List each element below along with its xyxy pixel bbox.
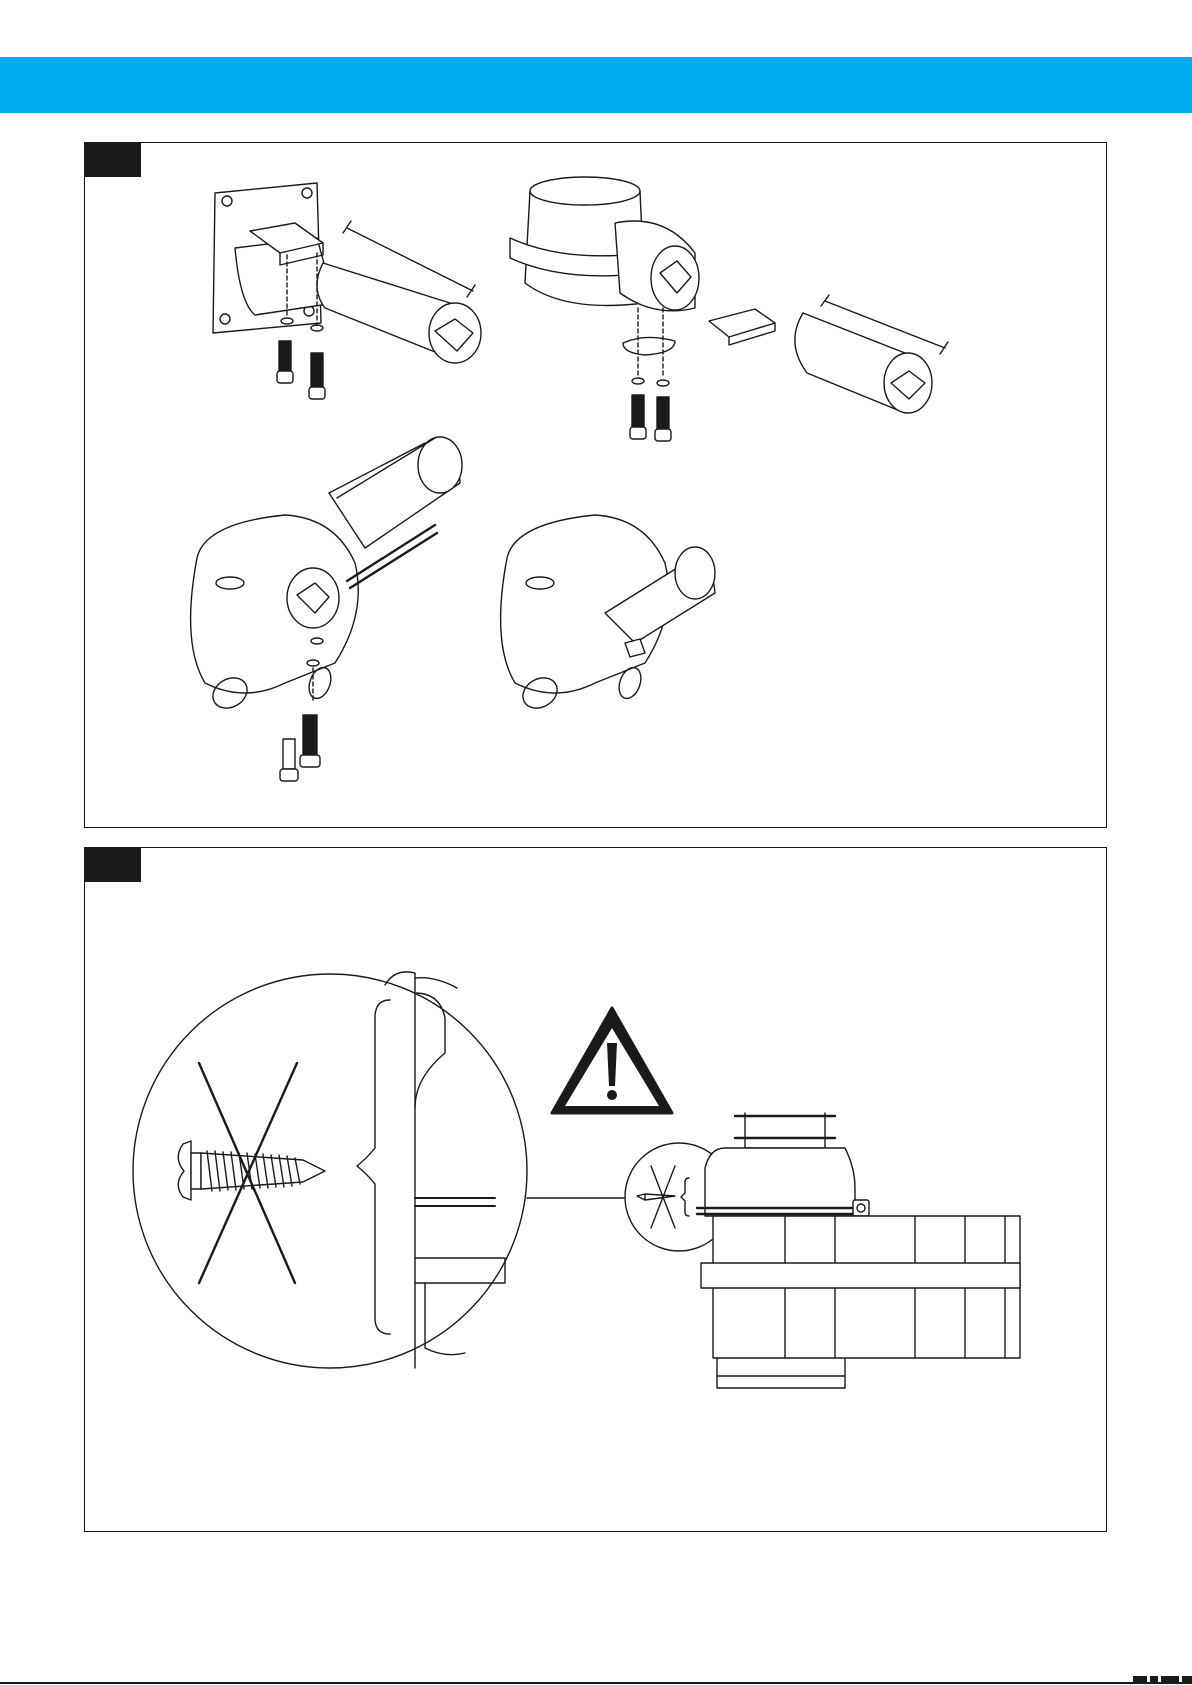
footer-brand-bar (1150, 1676, 1158, 1682)
footer-brand-mark (1112, 1674, 1192, 1682)
swivel-joint-figure (510, 177, 948, 441)
cone-mount-assembled-figure (501, 515, 715, 714)
header-band (0, 57, 1192, 113)
assembly-panel-1 (84, 142, 1107, 828)
footer-brand-bar (1161, 1676, 1179, 1682)
footer-rule (0, 1682, 1192, 1684)
assembly-panel-2 (84, 847, 1107, 1532)
footer-brand-bar (1133, 1676, 1147, 1682)
cone-mount-exploded-figure (191, 437, 462, 781)
wall-bracket-figure (213, 183, 481, 399)
hose-clamp-assembly-figure (697, 1113, 1020, 1388)
footer-brand-bar (1182, 1676, 1192, 1682)
panel-2-drawings (85, 848, 1105, 1530)
panel-1-drawings (85, 143, 1105, 826)
warning-triangle-icon (552, 1008, 672, 1113)
screw-warning-detail-figure (133, 972, 527, 1368)
